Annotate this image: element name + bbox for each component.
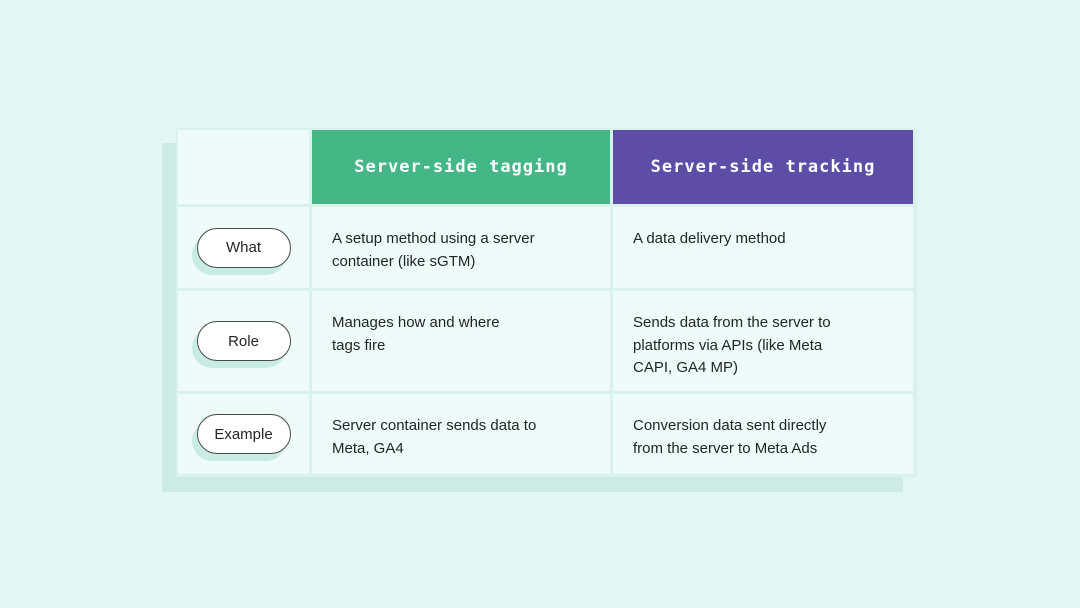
cell-example-tagging: Server container sends data to Meta, GA4 [312, 394, 610, 474]
cell-role-tagging: Manages how and where tags fire [312, 291, 610, 391]
row-label-cell-example: Example [178, 394, 309, 474]
cell-what-tagging: A setup method using a server container … [312, 207, 610, 288]
row-label-cell-role: Role [178, 291, 309, 391]
column-header-server-side-tracking: Server-side tracking [613, 130, 913, 204]
corner-cell [178, 130, 309, 204]
cell-what-tracking: A data delivery method [613, 207, 913, 288]
row-label-pill-example: Example [196, 414, 291, 454]
cell-example-tracking: Conversion data sent directly from the s… [613, 394, 913, 474]
column-header-server-side-tagging: Server-side tagging [312, 130, 610, 204]
comparison-table: Server-side tagging Server-side tracking… [176, 128, 917, 477]
row-label-pill-what: What [196, 227, 291, 268]
row-label-pill-role: Role [196, 321, 291, 361]
cell-role-tracking: Sends data from the server to platforms … [613, 291, 913, 391]
comparison-table-wrap: Server-side tagging Server-side tracking… [162, 128, 917, 492]
row-label-cell-what: What [178, 207, 309, 288]
